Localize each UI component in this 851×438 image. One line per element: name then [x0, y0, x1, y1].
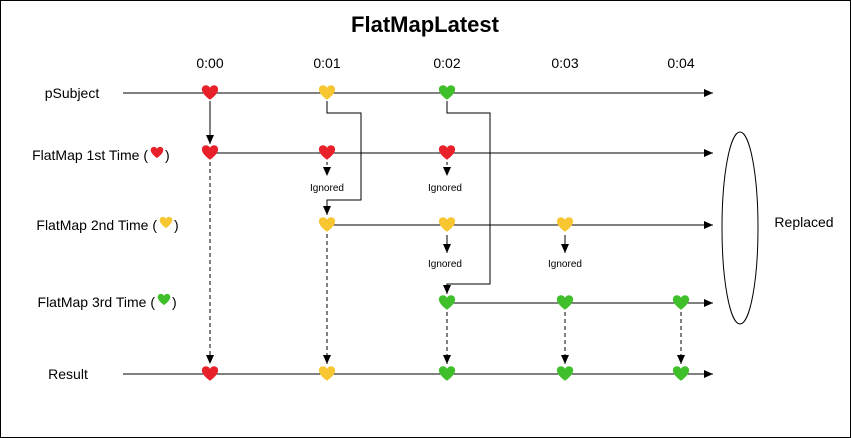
row-label-psubject: pSubject: [45, 85, 100, 101]
row-label-flatmap3: FlatMap 3rd Time ( ): [38, 293, 177, 310]
row-label-flatmap1-text: FlatMap 1st Time (: [32, 147, 148, 163]
row-label-flatmap2: FlatMap 2nd Time ( ): [36, 216, 179, 233]
replaced-ellipse: [721, 131, 759, 325]
row-label-flatmap2-paren: ): [174, 217, 179, 233]
replaced-label: Replaced: [774, 214, 833, 230]
time-label-0: 0:00: [196, 55, 223, 71]
time-label-1: 0:01: [313, 55, 340, 71]
ignored-label: Ignored: [428, 259, 462, 270]
row-label-flatmap1-paren: ): [165, 147, 170, 163]
row-label-flatmap1: FlatMap 1st Time ( ): [32, 146, 170, 163]
row-label-flatmap3-paren: ): [172, 294, 177, 310]
time-label-2: 0:02: [433, 55, 460, 71]
diagram-title: FlatMapLatest: [351, 12, 500, 37]
row-label-result: Result: [48, 366, 88, 382]
ignored-label: Ignored: [428, 183, 462, 194]
ignored-label: Ignored: [548, 259, 582, 270]
time-label-4: 0:04: [667, 55, 694, 71]
time-label-3: 0:03: [551, 55, 578, 71]
row-label-flatmap3-text: FlatMap 3rd Time (: [38, 294, 156, 310]
connector-psubject-to-flatmap2: [323, 101, 362, 215]
row-label-flatmap2-text: FlatMap 2nd Time (: [36, 217, 157, 233]
connector-psubject-to-flatmap3: [443, 101, 491, 294]
ignored-label: Ignored: [310, 183, 344, 194]
